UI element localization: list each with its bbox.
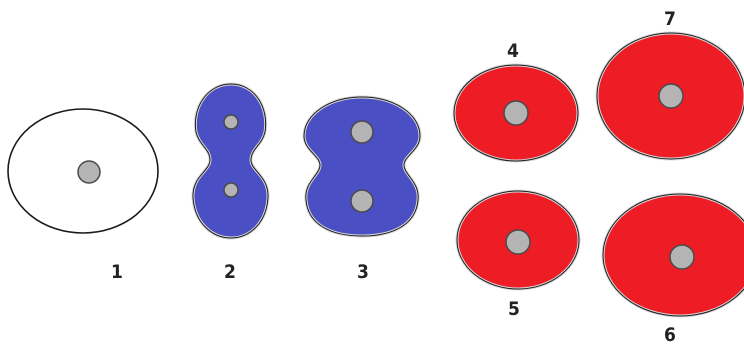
label-3: 3 <box>357 261 369 283</box>
cell-3 <box>304 97 420 236</box>
cell-3-nucleus-top <box>351 121 373 143</box>
cell-2-nucleus-top <box>224 115 238 129</box>
cell-1 <box>8 109 158 233</box>
label-5: 5 <box>508 298 520 320</box>
cell-4 <box>454 65 578 161</box>
label-2: 2 <box>224 261 236 283</box>
cell-6 <box>603 194 744 316</box>
cell-3-nucleus-bottom <box>351 190 373 212</box>
cell-5 <box>457 191 579 289</box>
label-6: 6 <box>664 324 676 345</box>
cell-2-body <box>193 84 268 238</box>
cell-6-nucleus <box>670 245 694 269</box>
cell-5-nucleus <box>506 230 530 254</box>
cell-2-nucleus-bottom <box>224 183 238 197</box>
cell-4-nucleus <box>504 101 528 125</box>
cell-2 <box>193 84 268 238</box>
cell-3-body <box>304 97 420 236</box>
label-4: 4 <box>507 40 519 62</box>
label-7: 7 <box>664 8 676 30</box>
label-1: 1 <box>111 261 123 283</box>
cell-7 <box>597 33 744 159</box>
cell-7-nucleus <box>659 84 683 108</box>
cell-1-nucleus <box>78 161 100 183</box>
